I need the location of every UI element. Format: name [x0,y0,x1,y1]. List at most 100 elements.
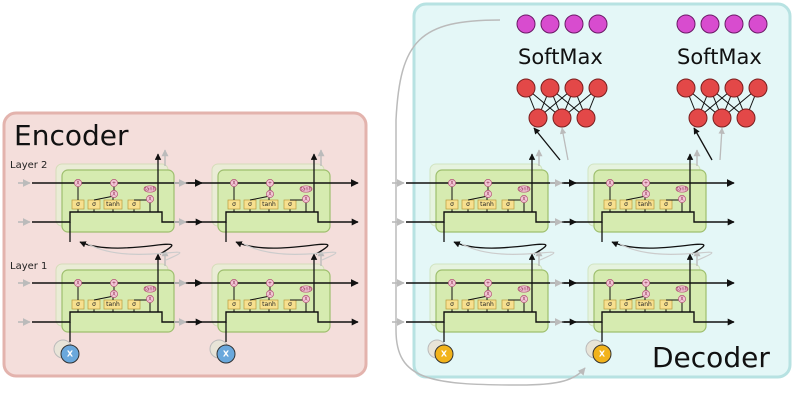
gate-label: σ [132,301,136,308]
op-label: X [148,196,152,202]
op-label: + [268,180,272,186]
input-node-icon [434,344,454,364]
pointwise-op-icon [642,179,650,187]
op-label: X [148,296,152,302]
hidden-line [564,311,735,326]
gate-label: σ [248,301,252,308]
tanh-op-label: tanh [518,186,529,192]
decoder-label: Decoder [652,341,770,374]
gate-label: tanh [262,201,276,208]
hidden-line [32,311,203,326]
tanh-op-label: tanh [676,186,687,192]
pointwise-op-icon [520,295,528,303]
gate-label: σ [248,201,252,208]
softmax-node [540,14,560,34]
input-line [93,195,115,201]
input-line [467,195,489,201]
gate-label: σ [624,301,628,308]
op-label: X [76,180,80,186]
softmax-node [516,14,536,34]
pointwise-op-icon [484,279,492,287]
softmax-head-1 [516,14,608,161]
softmax-node [700,14,720,34]
pointwise-op-icon [266,179,274,187]
dense-node [588,78,608,98]
hidden-line [564,211,735,226]
pointwise-op-icon [302,195,310,203]
op-label: X [608,280,612,286]
encoder-input-2: X [209,339,236,364]
op-label: X [522,296,526,302]
pointwise-op-icon [484,190,492,198]
tanh-op-label: tanh [144,186,155,192]
gate-label: σ [466,301,470,308]
gate-label: σ [288,201,292,208]
softmax-head-2 [676,14,768,161]
pointwise-op-icon [448,179,456,187]
dense-node [688,108,708,128]
gate-label: tanh [262,301,276,308]
hidden-line [188,211,359,226]
pointwise-op-icon [230,279,238,287]
softmax-node [748,14,768,34]
gate-label: σ [232,201,236,208]
input-line [467,295,489,301]
gate-label: σ [76,201,80,208]
dense-node [736,108,756,128]
input-label: X [599,350,606,359]
op-label: X [304,296,308,302]
input-node-icon [592,344,612,364]
input-line [249,195,271,201]
tanh-op-icon [143,285,157,293]
layer-link-curve [235,241,329,255]
tanh-op-label: tanh [144,286,155,292]
tanh-op-icon [675,185,689,193]
gate-label: σ [76,301,80,308]
tanh-op-label: tanh [300,186,311,192]
gate-label: tanh [638,201,652,208]
head-input-arrow [693,127,713,161]
tanh-op-icon [299,185,313,193]
pointwise-op-icon [642,190,650,198]
input-label: X [223,350,230,359]
dense-node [516,78,536,98]
encoder-input-1: X [53,339,80,364]
gate-label: tanh [638,301,652,308]
op-label: + [644,180,648,186]
input-label: X [67,350,74,359]
op-label: + [112,280,116,286]
op-label: X [112,291,116,297]
tanh-op-icon [299,285,313,293]
gate-label: σ [92,201,96,208]
pointwise-op-icon [110,290,118,298]
decoder-input-1: X [427,339,454,364]
gate-label: σ [624,201,628,208]
op-label: + [112,180,116,186]
pointwise-op-icon [110,190,118,198]
layer-link-curve [453,241,547,255]
head-input-ghost [718,127,725,161]
op-label: X [450,180,454,186]
dense-node [540,78,560,98]
encoder-panel [2,111,368,378]
layer-1-label: Layer 1 [10,261,47,272]
hidden-line [32,211,203,226]
softmax-node [676,14,696,34]
layer-link-curve [79,241,173,255]
op-label: X [450,280,454,286]
dense-node [552,108,572,128]
input-node-icon [216,344,236,364]
pointwise-op-icon [678,195,686,203]
gate-label: tanh [480,301,494,308]
op-label: X [680,196,684,202]
op-label: X [522,196,526,202]
layer-link-ghost [243,243,337,261]
